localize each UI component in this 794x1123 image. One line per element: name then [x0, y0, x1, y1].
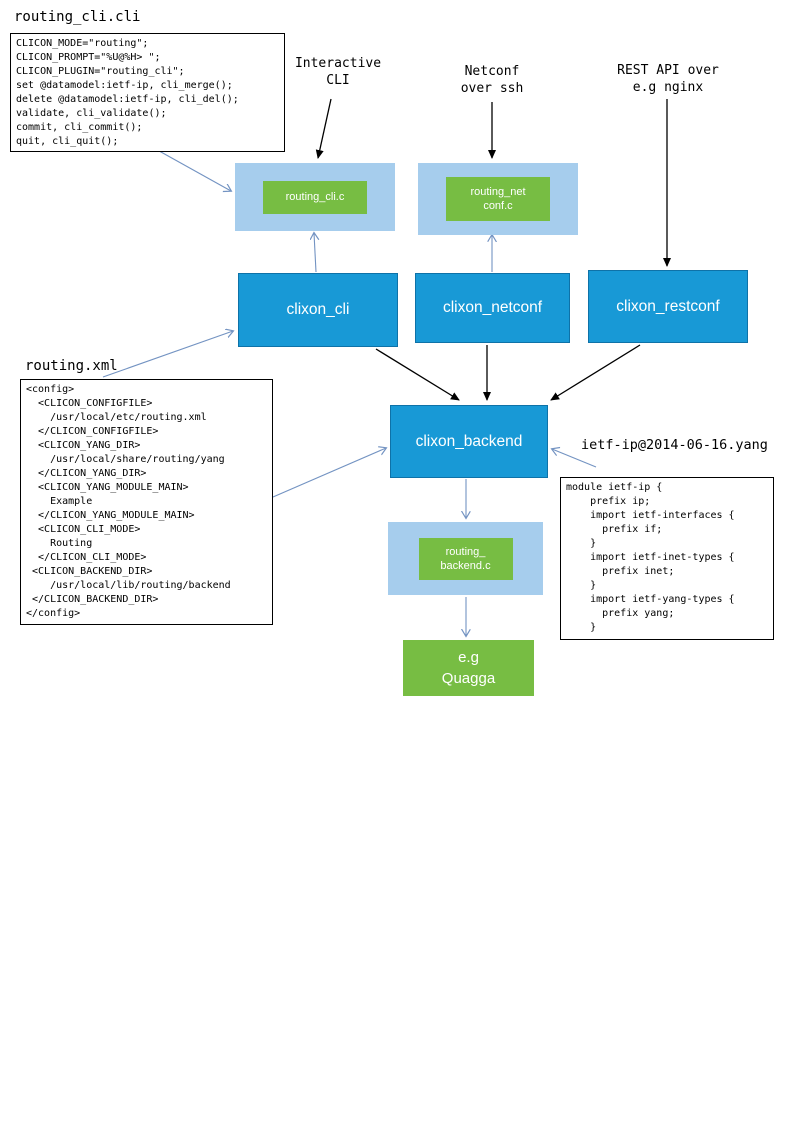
clixon-netconf-box: clixon_netconf: [415, 273, 570, 343]
backend-plugin-box: routing_ backend.c: [418, 537, 513, 580]
arrow-restconf-to-backend: [550, 344, 641, 401]
yang-module-title: ietf-ip@2014-06-16.yang: [581, 437, 768, 453]
arrow-cli-to-cli-plugin: [314, 233, 316, 273]
clixon-restconf-box: clixon_restconf: [588, 270, 748, 343]
yang-module-code: module ietf-ip { prefix ip; import ietf-…: [560, 477, 774, 640]
cli-plugin-holder: routing_cli.c: [235, 163, 395, 231]
clixon-cli-box: clixon_cli: [238, 273, 398, 347]
arrow-cli-to-backend: [375, 348, 460, 401]
arrow-config-to-backend: [272, 448, 386, 498]
netconf-plugin-holder: routing_net conf.c: [418, 163, 578, 235]
arrow-clispec-to-cli-plugin: [151, 146, 231, 191]
router-box: e.g Quagga: [403, 640, 534, 696]
cli-spec-title: routing_cli.cli: [14, 9, 141, 25]
clixon-backend-box: clixon_backend: [390, 405, 548, 478]
arrow-interactive-to-cli-plugin: [315, 98, 332, 159]
config-file-code: <config> <CLICON_CONFIGFILE> /usr/local/…: [20, 379, 273, 625]
cli-spec-code: CLICON_MODE="routing"; CLICON_PROMPT="%U…: [10, 33, 285, 152]
netconf-plugin-box: routing_net conf.c: [446, 177, 550, 221]
backend-plugin-holder: routing_ backend.c: [388, 522, 543, 595]
arrow-config-to-cli: [102, 331, 233, 378]
netconf-over-ssh-label: Netconf over ssh: [460, 64, 524, 96]
interactive-cli-label: Interactive CLI: [294, 56, 382, 88]
cli-plugin-box: routing_cli.c: [263, 180, 367, 214]
config-file-title: routing.xml: [25, 358, 118, 374]
rest-api-label: REST API over e.g nginx: [617, 63, 719, 95]
